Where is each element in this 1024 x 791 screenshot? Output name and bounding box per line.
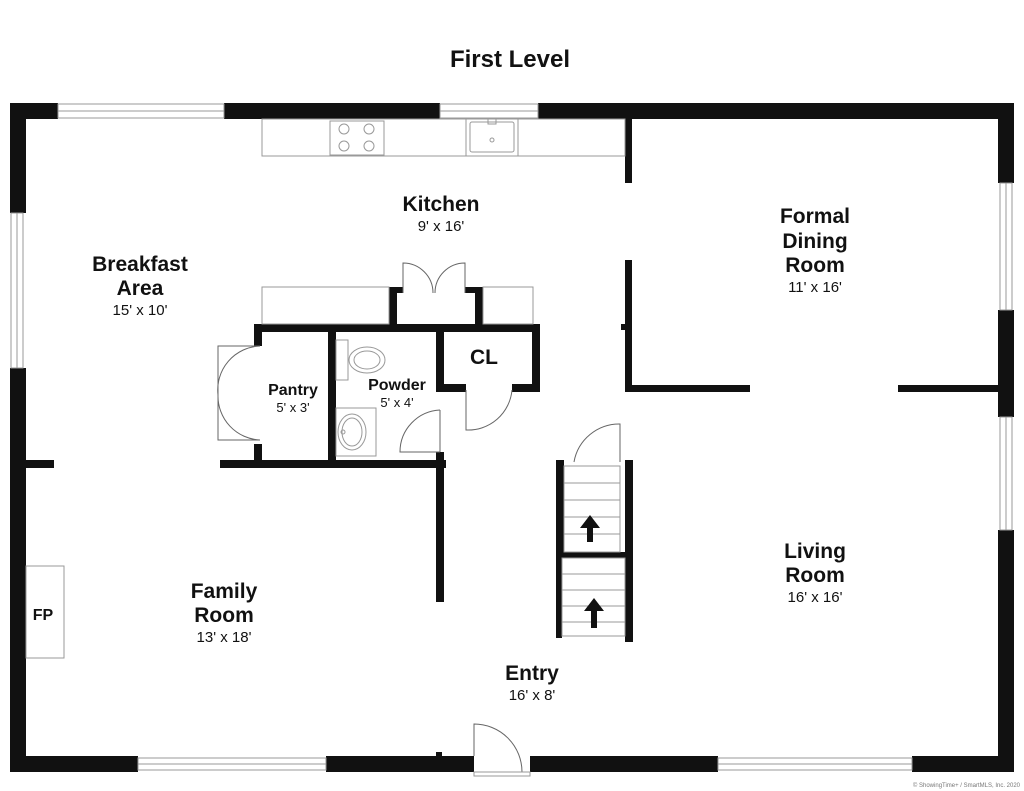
kitchen-fixtures [261, 118, 626, 325]
sink-icon [335, 407, 377, 457]
room-name: Room [194, 604, 254, 627]
room-name: Pantry [268, 382, 318, 399]
entry-door [436, 723, 531, 777]
room-dims: 5' x 3' [276, 400, 309, 415]
page-title: First Level [450, 46, 570, 73]
windows [10, 103, 1013, 771]
room-family: Family Room 13' x 18' [191, 580, 258, 646]
stove-icon [338, 123, 375, 152]
room-dims: 11' x 16' [788, 279, 842, 296]
interior-walls [26, 119, 998, 642]
room-dims: 15' x 10' [113, 302, 168, 319]
stair-up-arrow-icon [580, 515, 600, 542]
fireplace: FP [25, 565, 65, 659]
outer-walls [10, 103, 1014, 772]
room-dims: 16' x 8' [509, 687, 556, 704]
room-kitchen: Kitchen 9' x 16' [402, 193, 479, 235]
room-dims: 9' x 16' [418, 218, 465, 235]
room-entry: Entry 16' x 8' [505, 662, 559, 704]
stair-up-arrow-icon [584, 598, 604, 628]
room-name: Formal [780, 205, 850, 228]
fireplace-label: FP [33, 607, 54, 624]
copyright-text: © ShowingTime+ / SmartMLS, Inc. 2020 [913, 782, 1021, 789]
toilet-icon [335, 339, 386, 381]
room-name: Breakfast [92, 253, 188, 276]
room-pantry: Pantry 5' x 3' [268, 382, 318, 415]
room-name: Family [191, 580, 258, 603]
pantry-doors [217, 345, 261, 441]
room-name: Kitchen [402, 193, 479, 216]
room-dims: 13' x 18' [197, 629, 252, 646]
room-name: Room [785, 564, 845, 587]
room-name: Room [785, 254, 845, 277]
room-name: Area [117, 277, 164, 300]
room-living: Living Room 16' x 16' [784, 540, 846, 606]
room-closet: CL [470, 346, 498, 369]
room-formal-dining: Formal Dining Room 11' x 16' [780, 205, 850, 296]
room-name: Dining [782, 230, 847, 253]
room-name: CL [470, 346, 498, 369]
room-dims: 16' x 16' [788, 589, 843, 606]
sink-icon [465, 118, 519, 157]
powder-fixtures [335, 339, 441, 457]
room-name: Entry [505, 662, 559, 685]
room-name: Living [784, 540, 846, 563]
room-powder: Powder 5' x 4' [368, 377, 426, 410]
stairs [561, 423, 626, 637]
room-breakfast-area: Breakfast Area 15' x 10' [92, 253, 188, 319]
closet-door [465, 389, 513, 431]
room-name: Powder [368, 377, 426, 394]
door-swing-icon [402, 262, 466, 294]
room-dims: 5' x 4' [380, 395, 413, 410]
